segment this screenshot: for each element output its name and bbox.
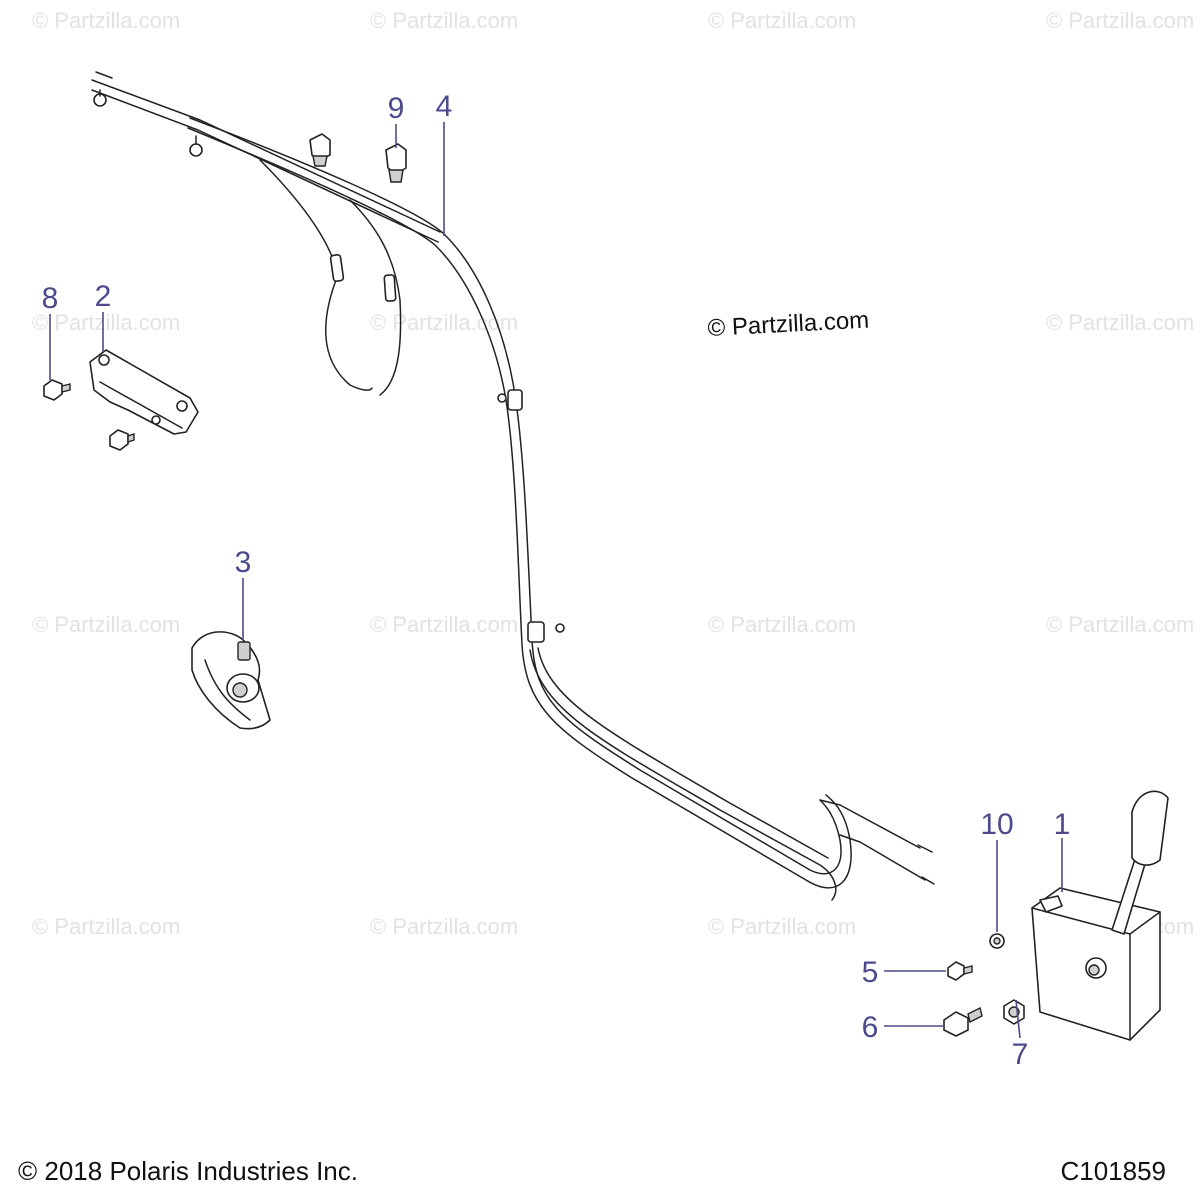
watermark: © Partzilla.com [32, 612, 180, 637]
watermark: © Partzilla.com [32, 8, 180, 33]
watermark: © Partzilla.com [32, 310, 180, 335]
callout-4[interactable]: 4 [436, 90, 453, 123]
callout-3[interactable]: 3 [235, 546, 252, 579]
watermark: © Partzilla.com [32, 914, 180, 939]
watermark: © Partzilla.com [370, 612, 518, 637]
watermark: © Partzilla.com [1046, 612, 1194, 637]
part-6-bolt[interactable] [943, 1006, 983, 1037]
callout-9[interactable]: 9 [388, 92, 405, 125]
callout-1[interactable]: 1 [1054, 808, 1071, 841]
callout-5[interactable]: 5 [862, 956, 879, 989]
watermark: © Partzilla.com [1046, 310, 1194, 335]
callout-10[interactable]: 10 [980, 808, 1013, 841]
watermark: © Partzilla.com [708, 612, 856, 637]
watermark: © Partzilla.com [1046, 8, 1194, 33]
watermark: © Partzilla.com [708, 8, 856, 33]
watermark: © Partzilla.com [370, 914, 518, 939]
part-4-shift-cable[interactable] [91, 71, 935, 901]
part-10-nut[interactable] [989, 933, 1005, 949]
main-watermark: © Partzilla.com [707, 307, 870, 342]
watermark-grid: © Partzilla.com © Partzilla.com © Partzi… [32, 8, 1194, 939]
leader-lines [49, 122, 1063, 1039]
watermark: © Partzilla.com [370, 8, 518, 33]
part-7-nut[interactable] [1003, 999, 1025, 1025]
part-5-bolt[interactable] [947, 961, 973, 981]
part-8-bolt[interactable] [43, 379, 135, 451]
callouts: 1 2 3 4 5 6 7 8 9 10 [42, 90, 1071, 1071]
part-3-guard[interactable] [191, 631, 271, 730]
part-1-shifter[interactable] [1031, 790, 1169, 1041]
callout-2[interactable]: 2 [95, 280, 112, 313]
copyright-notice: © 2018 Polaris Industries Inc. [18, 1156, 358, 1186]
callout-7[interactable]: 7 [1012, 1038, 1029, 1071]
watermark: © Partzilla.com [708, 914, 856, 939]
callout-8[interactable]: 8 [42, 282, 59, 315]
part-2-bracket[interactable] [89, 349, 199, 435]
diagram-code: C101859 [1060, 1156, 1166, 1186]
callout-6[interactable]: 6 [862, 1011, 879, 1044]
part-9-clip[interactable] [309, 133, 407, 183]
